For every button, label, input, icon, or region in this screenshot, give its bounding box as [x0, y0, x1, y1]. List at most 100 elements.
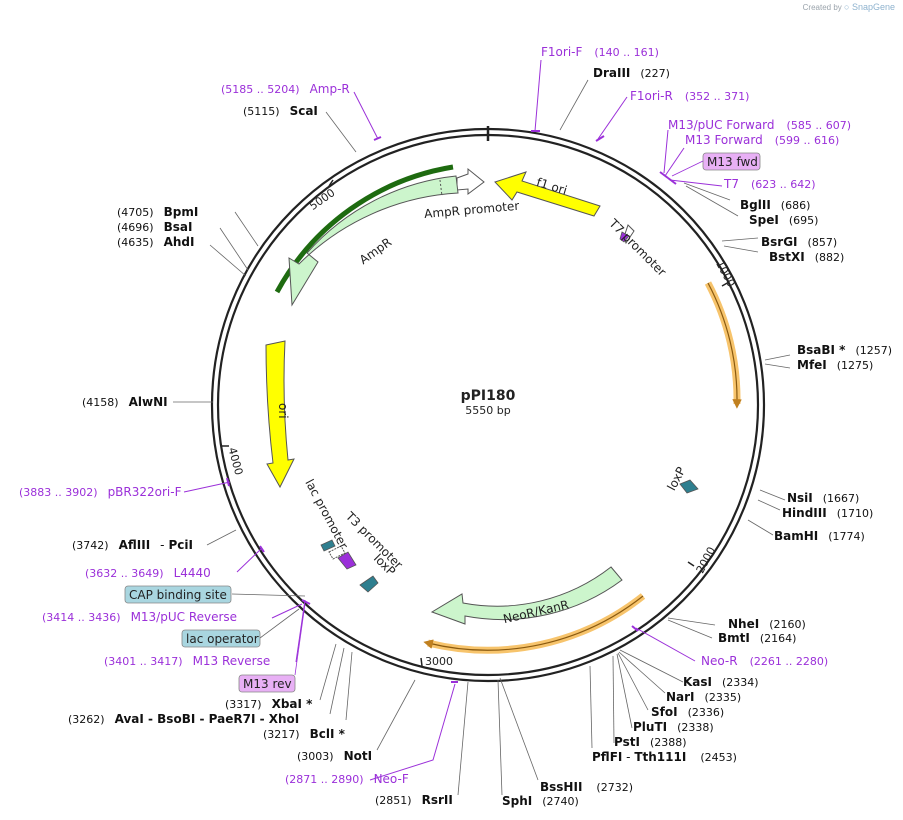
- site-name: BsaBI *: [797, 343, 846, 357]
- site-pos: (2160): [769, 618, 806, 631]
- site-bstxi: BstXI(882): [769, 250, 844, 264]
- feature-f1-ori: [494, 171, 601, 217]
- box-m13-fwd-connector: [671, 160, 704, 177]
- box-m13-fwd: M13 fwd: [707, 155, 758, 169]
- site-name: SphI: [502, 794, 532, 808]
- primer-name: F1ori-F: [541, 45, 582, 59]
- site-name: AflIII: [119, 538, 151, 552]
- primer-connectors: [183, 59, 723, 781]
- feature-ampr-promoter: [456, 167, 485, 195]
- site-pos: (2334): [722, 676, 759, 689]
- site-bsrgi: BsrGI(857): [761, 235, 837, 249]
- site-nhei: NheI(2160): [728, 617, 806, 631]
- site-name: SpeI: [749, 213, 779, 227]
- site-name: RsrII: [422, 793, 453, 807]
- feature-lac-promoter: [320, 539, 336, 552]
- box-lac-operator-bg: [181, 629, 261, 648]
- ampr-dots: [439, 179, 443, 197]
- site-pos: (1275): [837, 359, 874, 372]
- primer-range: (2261 .. 2280): [750, 655, 829, 668]
- primer-marks: [226, 130, 677, 683]
- box-lac-operator: lac operator: [186, 632, 259, 646]
- site-name: BssHII: [540, 780, 582, 794]
- primer-m13-puc-reverse: (3414 .. 3436)M13/pUC Reverse: [42, 610, 237, 624]
- site-nari: NarI(2335): [666, 690, 741, 704]
- site-noti: (3003)NotI: [297, 749, 372, 763]
- site-extra: - BsoBI - PaeR7I - XhoI: [144, 712, 299, 726]
- site-name: BsaI: [164, 220, 193, 234]
- site-pos: (882): [815, 251, 845, 264]
- site-pos: (1667): [823, 492, 860, 505]
- site-name: XbaI *: [272, 697, 314, 711]
- credit-prefix: Created by: [802, 3, 842, 12]
- primer-pbr322ori-f: (3883 .. 3902)pBR322ori-F: [19, 485, 182, 499]
- primer-neo-f: (2871 .. 2890)Neo-F: [285, 772, 409, 786]
- site-name: BclI *: [310, 727, 346, 741]
- site-pos: (2851): [375, 794, 412, 807]
- site-pos: (695): [789, 214, 819, 227]
- site-pos: (3003): [297, 750, 334, 763]
- site-name2: PciI: [169, 538, 194, 552]
- site-name: AvaI: [115, 712, 144, 726]
- primer-range: (3414 .. 3436): [42, 611, 121, 624]
- site-pos: (3217): [263, 728, 300, 741]
- site-hindiii: HindIII(1710): [782, 506, 873, 520]
- site-bmti: BmtI(2164): [718, 631, 796, 645]
- orf-arc-bottom-line: [423, 595, 644, 651]
- site-name: ScaI: [290, 104, 318, 118]
- scale-ticks: 1000 2000 3000 4000 5000: [222, 179, 738, 668]
- primer-range: (2871 .. 2890): [285, 773, 364, 786]
- orf-arc-right: [704, 281, 741, 405]
- site-sep: -: [622, 750, 634, 764]
- site-name: NsiI: [787, 491, 813, 505]
- primer-range: (585 .. 607): [787, 119, 852, 132]
- site-name: BglII: [740, 198, 771, 212]
- site-name: AhdI: [164, 235, 195, 249]
- primer-name: Amp-R: [310, 82, 350, 96]
- site-xbai: (3317)XbaI *: [225, 697, 313, 711]
- site-pos: (2388): [650, 736, 687, 749]
- plasmid-name: pPI180: [461, 388, 516, 404]
- site-pflfi-tth111i: PflFI - Tth111I(2453): [592, 750, 737, 764]
- primer-range: (623 .. 642): [751, 178, 816, 191]
- site-nsii: NsiI (1667): [787, 491, 859, 505]
- primer-m13-reverse: (3401 .. 3417) M13 Reverse: [104, 654, 270, 668]
- site-pluti: PluTI(2338): [633, 720, 714, 734]
- site-pos: (4635): [117, 236, 154, 249]
- site-connectors: [173, 79, 791, 796]
- site-name: HindIII: [782, 506, 827, 520]
- enzyme-labels: DraIII(227) BglII(686) SpeI(695) BsrGI(8…: [68, 66, 892, 808]
- site-kasi: KasI(2334): [683, 675, 759, 689]
- site-pos: (2335): [705, 691, 742, 704]
- site-ahdi: (4635) AhdI: [117, 235, 194, 249]
- site-avai-group: (3262) AvaI - BsoBI - PaeR7I - XhoI: [68, 712, 299, 726]
- primer-range: (3401 .. 3417): [104, 655, 183, 668]
- feature-label-ampr-promoter: AmpR promoter: [424, 199, 520, 221]
- site-pos: (2740): [542, 795, 579, 808]
- site-pos: (1774): [828, 530, 865, 543]
- box-m13-fwd-bg: [702, 152, 761, 171]
- site-name: PflFI: [592, 750, 622, 764]
- site-pos: (2164): [760, 632, 797, 645]
- tick-label-1000: 1000: [713, 258, 738, 289]
- tick-label-3000: 3000: [425, 655, 453, 668]
- box-m13-rev-bg: [238, 674, 296, 693]
- primer-range: (5185 .. 5204): [221, 83, 300, 96]
- feature-label-ampr: AmpR: [357, 235, 394, 267]
- site-pos: (3742): [72, 539, 109, 552]
- feature-t3-promoter: [337, 551, 357, 570]
- primer-l4440: (3632 .. 3649)L4440: [85, 566, 211, 580]
- tick-label-2000: 2000: [694, 545, 719, 576]
- site-name: BsrGI: [761, 235, 798, 249]
- primer-name: T7: [723, 177, 739, 191]
- site-psti: PstI(2388): [614, 735, 687, 749]
- primer-range: (352 .. 371): [685, 90, 750, 103]
- site-pos: (2453): [700, 751, 737, 764]
- site-afliii-pcii: (3742)AflIII-PciI: [72, 538, 193, 552]
- tick-label-4000: 4000: [225, 446, 245, 476]
- primer-name: M13 Reverse: [193, 654, 271, 668]
- feature-label-t7-promoter: T7 promoter: [606, 216, 669, 279]
- site-pos: (4696): [117, 221, 154, 234]
- site-pos: (3262): [68, 713, 105, 726]
